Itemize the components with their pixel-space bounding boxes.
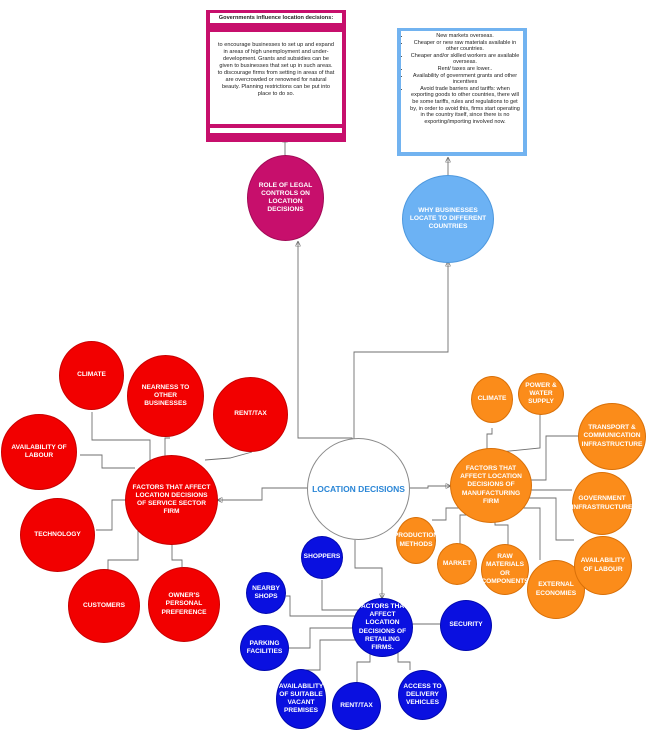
- node-m-government[interactable]: GOVERNMENT INFRASTRUCTURE: [572, 472, 632, 535]
- link-m-transport: [530, 435, 580, 481]
- link-center-manufacturing: [409, 486, 450, 488]
- node-s-nearness[interactable]: NEARNESS TO OTHER BUSINESSES: [127, 355, 204, 437]
- link-m-power: [499, 414, 541, 453]
- why-abroad-box: New markets overseas. Cheaper or new raw…: [397, 28, 527, 156]
- link-s-climate: [91, 412, 151, 470]
- node-m-production[interactable]: PRODUCTION METHODS: [394, 517, 438, 564]
- link-center-service: [218, 487, 308, 500]
- node-manufacturing-hub[interactable]: FACTORS THAT AFFECT LOCATION DECISIONS O…: [450, 448, 532, 523]
- link-r-parking: [289, 627, 355, 649]
- link-r-vacant: [300, 639, 364, 671]
- node-r-nearby[interactable]: NEARBY SHOPS: [246, 572, 286, 614]
- node-r-security[interactable]: SECURITY: [440, 600, 492, 651]
- node-s-climate[interactable]: CLIMATE: [59, 341, 124, 410]
- why-item: Rent/ taxes are lower..: [410, 66, 520, 73]
- link-s-customers: [107, 530, 139, 570]
- node-r-delivery[interactable]: ACCESS TO DELIVERY VEHICLES: [398, 670, 447, 720]
- link-s-labour: [80, 454, 135, 469]
- link-center-legal: [298, 242, 356, 443]
- link-m-climate: [486, 428, 493, 450]
- link-r-nearby: [286, 595, 355, 617]
- link-r-delivery: [397, 650, 411, 670]
- node-m-labour[interactable]: AVAILABILITY OF LABOUR: [574, 536, 632, 595]
- node-m-climate[interactable]: CLIMATE: [471, 376, 513, 423]
- node-legal-controls[interactable]: ROLE OF LEGAL CONTROLS ON LOCATION DECIS…: [247, 155, 324, 241]
- node-r-parking[interactable]: PARKING FACILITIES: [240, 625, 289, 671]
- legal-heading: Governments influence location decisions…: [210, 13, 342, 23]
- legal-controls-box: Governments influence location decisions…: [206, 10, 346, 142]
- node-s-technology[interactable]: TECHNOLOGY: [20, 498, 95, 572]
- link-s-tech: [96, 499, 128, 531]
- why-item: Avoid trade barriers and tariffs: when e…: [410, 86, 520, 126]
- node-s-labour[interactable]: AVAILABILITY OF LABOUR: [1, 414, 77, 490]
- link-s-owner: [171, 540, 183, 567]
- node-service-hub[interactable]: FACTORS THAT AFFECT LOCATION DECISIONS O…: [125, 455, 218, 545]
- node-m-market[interactable]: MARKET: [437, 543, 477, 585]
- link-center-why: [353, 262, 448, 442]
- link-s-rent: [204, 451, 253, 461]
- node-s-owner[interactable]: OWNER'S PERSONAL PREFERENCE: [148, 567, 220, 642]
- node-m-power[interactable]: POWER & WATER SUPPLY: [518, 373, 564, 415]
- why-item: Cheaper or new raw materials available i…: [410, 40, 520, 53]
- why-item: Availability of government grants and ot…: [410, 73, 520, 86]
- why-item: New markets overseas.: [410, 33, 520, 40]
- node-s-rent[interactable]: RENT/TAX: [213, 377, 288, 452]
- link-center-retail: [354, 540, 382, 598]
- node-retail-hub[interactable]: FACTORS THAT AFFECT LOCATION DECISIONS O…: [352, 598, 413, 657]
- node-r-vacant[interactable]: AVAILABILITY OF SUITABLE VACANT PREMISES: [276, 669, 326, 729]
- legal-footer-strip: [210, 128, 342, 133]
- why-abroad-list: New markets overseas. Cheaper or new raw…: [401, 31, 523, 152]
- legal-text: to encourage businesses to set up and ex…: [210, 32, 342, 124]
- link-r-rent: [356, 648, 371, 682]
- legal-line: to discourage firms from setting in area…: [217, 69, 335, 97]
- node-r-rent[interactable]: RENT/TAX: [332, 682, 381, 730]
- node-r-shoppers[interactable]: SHOPPERS: [301, 536, 343, 579]
- node-location-decisions[interactable]: LOCATION DECISIONS: [307, 438, 410, 540]
- link-m-labour: [520, 497, 574, 541]
- link-r-shoppers: [321, 580, 362, 611]
- why-item: Cheaper and/or skilled workers are avail…: [410, 53, 520, 66]
- node-m-raw[interactable]: RAW MATERIALS OR COMPONENTS: [481, 544, 529, 595]
- legal-line: to encourage businesses to set up and ex…: [218, 42, 334, 69]
- node-m-transport[interactable]: TRANSPORT & COMMUNICATION INFRASTRUCTURE: [578, 403, 646, 470]
- link-s-nearness: [164, 437, 170, 460]
- node-s-customers[interactable]: CUSTOMERS: [68, 569, 140, 643]
- node-why-abroad[interactable]: WHY BUSINESSES LOCATE TO DIFFERENT COUNT…: [402, 175, 494, 263]
